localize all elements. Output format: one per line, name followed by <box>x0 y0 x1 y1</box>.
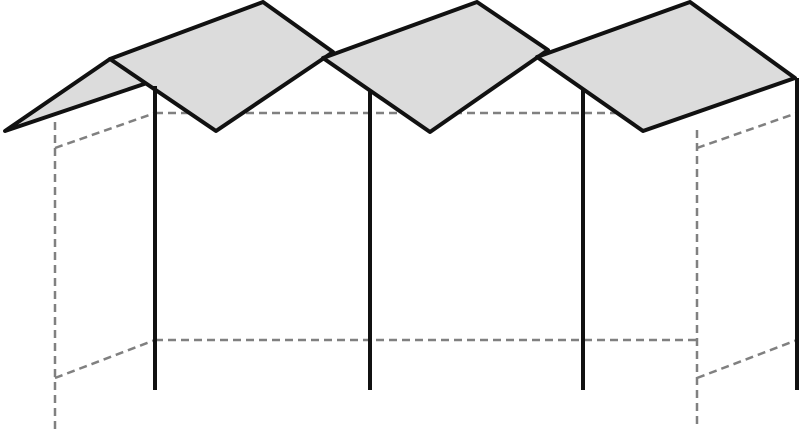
left-top-side-beam <box>54 111 156 150</box>
front-poles <box>153 78 799 390</box>
hidden-edges <box>53 111 798 429</box>
right-bottom-side-beam <box>696 338 798 380</box>
roof-panels <box>3 0 797 134</box>
right-top-side-beam <box>696 111 798 150</box>
left-bottom-side-beam <box>54 338 156 380</box>
roof-panel-2 <box>321 0 550 134</box>
roof-panel-1 <box>108 0 335 133</box>
roof-panel-3 <box>535 0 797 133</box>
